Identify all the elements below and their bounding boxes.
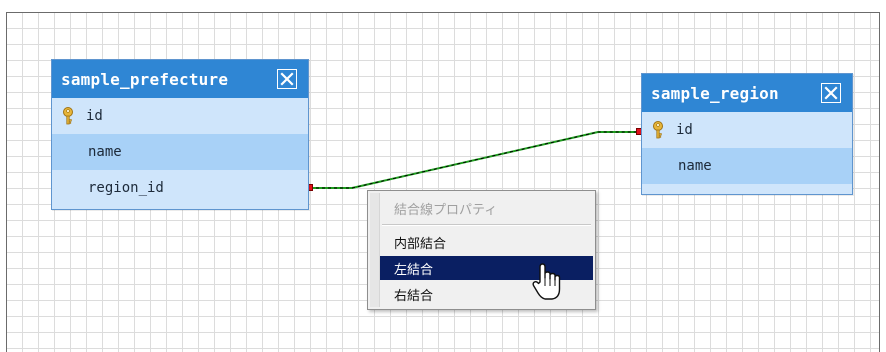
close-button[interactable] — [821, 83, 841, 103]
menu-item-label: 左結合 — [394, 262, 434, 278]
column-label: name — [88, 144, 122, 160]
close-icon — [824, 86, 838, 100]
column-row-id[interactable]: id — [52, 98, 308, 134]
close-button[interactable] — [277, 69, 297, 89]
menu-gutter — [370, 193, 380, 307]
column-label: region_id — [88, 180, 164, 196]
column-row-id[interactable]: id — [642, 112, 852, 148]
table-title: sample_region — [651, 83, 779, 103]
table-title: sample_prefecture — [61, 69, 229, 89]
menu-item-left-join[interactable]: 左結合 — [380, 256, 593, 280]
table-sample-region[interactable]: sample_region id name — [641, 73, 853, 195]
table-header[interactable]: sample_region — [642, 74, 852, 112]
close-icon — [280, 72, 294, 86]
column-row-name[interactable]: name — [642, 148, 852, 184]
column-row-region-id[interactable]: region_id — [52, 170, 308, 206]
menu-item-label: 結合線プロパティ — [394, 202, 498, 218]
column-row-name[interactable]: name — [52, 134, 308, 170]
table-sample-prefecture[interactable]: sample_prefecture id name region_id — [51, 59, 309, 210]
menu-item-label: 内部結合 — [394, 236, 447, 252]
column-label: name — [678, 158, 712, 174]
hand-pointer-icon — [532, 263, 561, 300]
menu-item-label: 右結合 — [394, 288, 434, 304]
key-icon — [653, 121, 663, 139]
menu-item-join-properties: 結合線プロパティ — [380, 196, 593, 220]
join-context-menu[interactable]: 結合線プロパティ 内部結合 左結合 右結合 — [367, 190, 596, 310]
menu-item-right-join[interactable]: 右結合 — [380, 282, 593, 306]
menu-item-inner-join[interactable]: 内部結合 — [380, 230, 593, 254]
table-header[interactable]: sample_prefecture — [52, 60, 308, 98]
column-label: id — [676, 122, 693, 138]
column-label: id — [86, 108, 103, 124]
menu-separator — [382, 224, 591, 226]
key-icon — [63, 107, 73, 125]
